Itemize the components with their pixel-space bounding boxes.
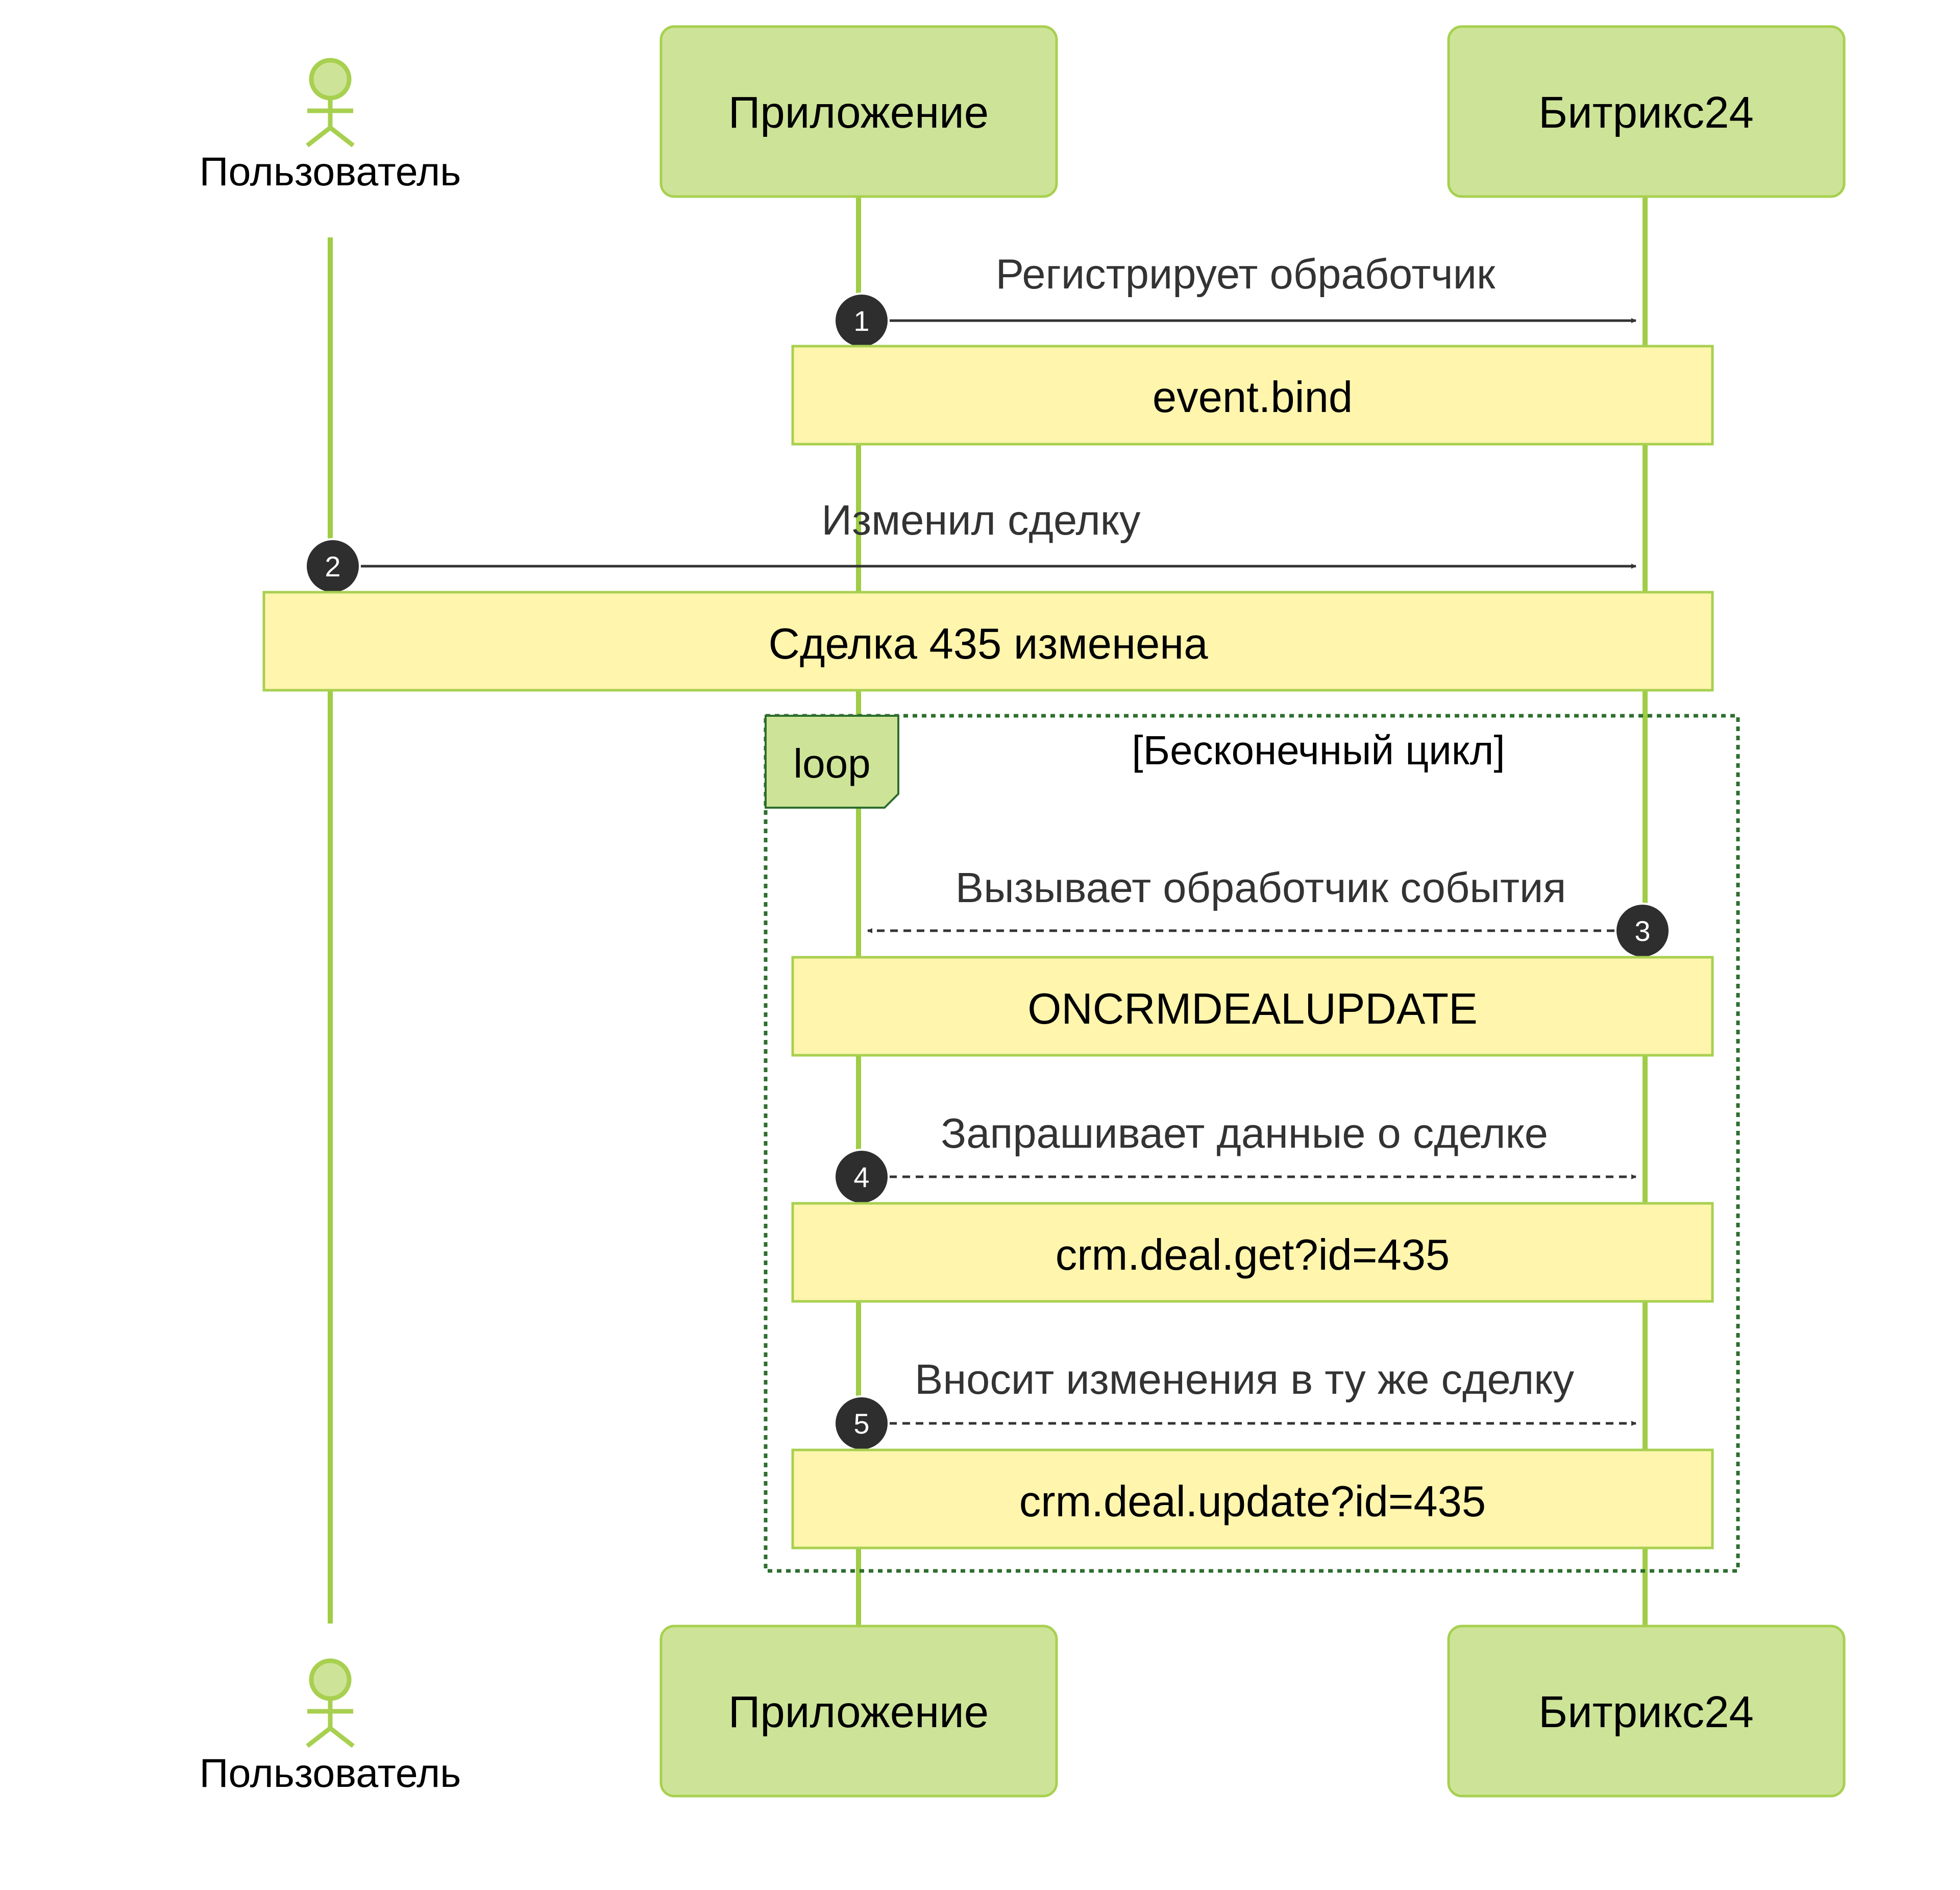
participant-app-bottom: Приложение — [659, 1625, 1058, 1798]
loop-label: loop — [793, 741, 870, 786]
actor-label-user-bottom: Пользователь — [200, 1750, 461, 1796]
participant-label-bitrix-bottom: Битрикс24 — [1538, 1687, 1754, 1737]
note-5-text: crm.deal.update?id=435 — [1019, 1477, 1486, 1526]
participant-label-app-bottom: Приложение — [728, 1687, 989, 1737]
message-5-number: 5 — [853, 1408, 869, 1440]
message-3-number: 3 — [1634, 915, 1650, 947]
message-2: Изменил сделку 2 — [305, 496, 1636, 594]
participant-label-bitrix-top: Битрикс24 — [1538, 88, 1754, 137]
participant-label-app-top: Приложение — [728, 88, 989, 137]
message-5-text: Вносит изменения в ту же сделку — [915, 1355, 1575, 1403]
message-5: Вносит изменения в ту же сделку 5 — [834, 1355, 1636, 1451]
actor-user-bottom: Пользователь — [200, 1658, 461, 1796]
note-3-text: ONCRMDEALUPDATE — [1027, 985, 1478, 1033]
participant-bitrix-bottom: Битрикс24 — [1447, 1625, 1846, 1798]
participant-app-top: Приложение — [659, 25, 1058, 198]
note-3: ONCRMDEALUPDATE — [791, 956, 1714, 1057]
loop-tab — [765, 715, 899, 809]
participant-bitrix-top: Битрикс24 — [1447, 25, 1846, 198]
message-2-number: 2 — [325, 550, 340, 583]
note-2: Сделка 435 изменена — [262, 591, 1714, 692]
message-4-text: Запрашивает данные о сделке — [941, 1109, 1548, 1157]
note-1-text: event.bind — [1153, 373, 1353, 422]
message-2-text: Изменил сделку — [821, 496, 1141, 544]
note-4: crm.deal.get?id=435 — [791, 1202, 1714, 1303]
message-4-number: 4 — [853, 1161, 869, 1193]
message-1-number: 1 — [853, 305, 869, 337]
actor-label-user-top: Пользователь — [200, 149, 461, 194]
note-1: event.bind — [791, 345, 1714, 446]
message-1: Регистрирует обработчик 1 — [834, 250, 1636, 349]
note-5: crm.deal.update?id=435 — [791, 1448, 1714, 1549]
message-4: Запрашивает данные о сделке 4 — [834, 1109, 1636, 1205]
note-4-text: crm.deal.get?id=435 — [1056, 1231, 1450, 1279]
message-3-text: Вызывает обработчик события — [955, 864, 1566, 911]
message-1-text: Регистрирует обработчик — [996, 250, 1496, 298]
note-2-text: Сделка 435 изменена — [769, 620, 1209, 668]
message-3: Вызывает обработчик события 3 — [867, 864, 1671, 959]
actor-head-icon — [309, 58, 352, 101]
loop-frame: loop [Бесконечный цикл] — [764, 714, 1740, 1573]
actor-head-icon — [309, 1658, 352, 1701]
actor-user-top: Пользователь — [200, 58, 461, 194]
loop-condition: [Бесконечный цикл] — [1132, 728, 1505, 773]
